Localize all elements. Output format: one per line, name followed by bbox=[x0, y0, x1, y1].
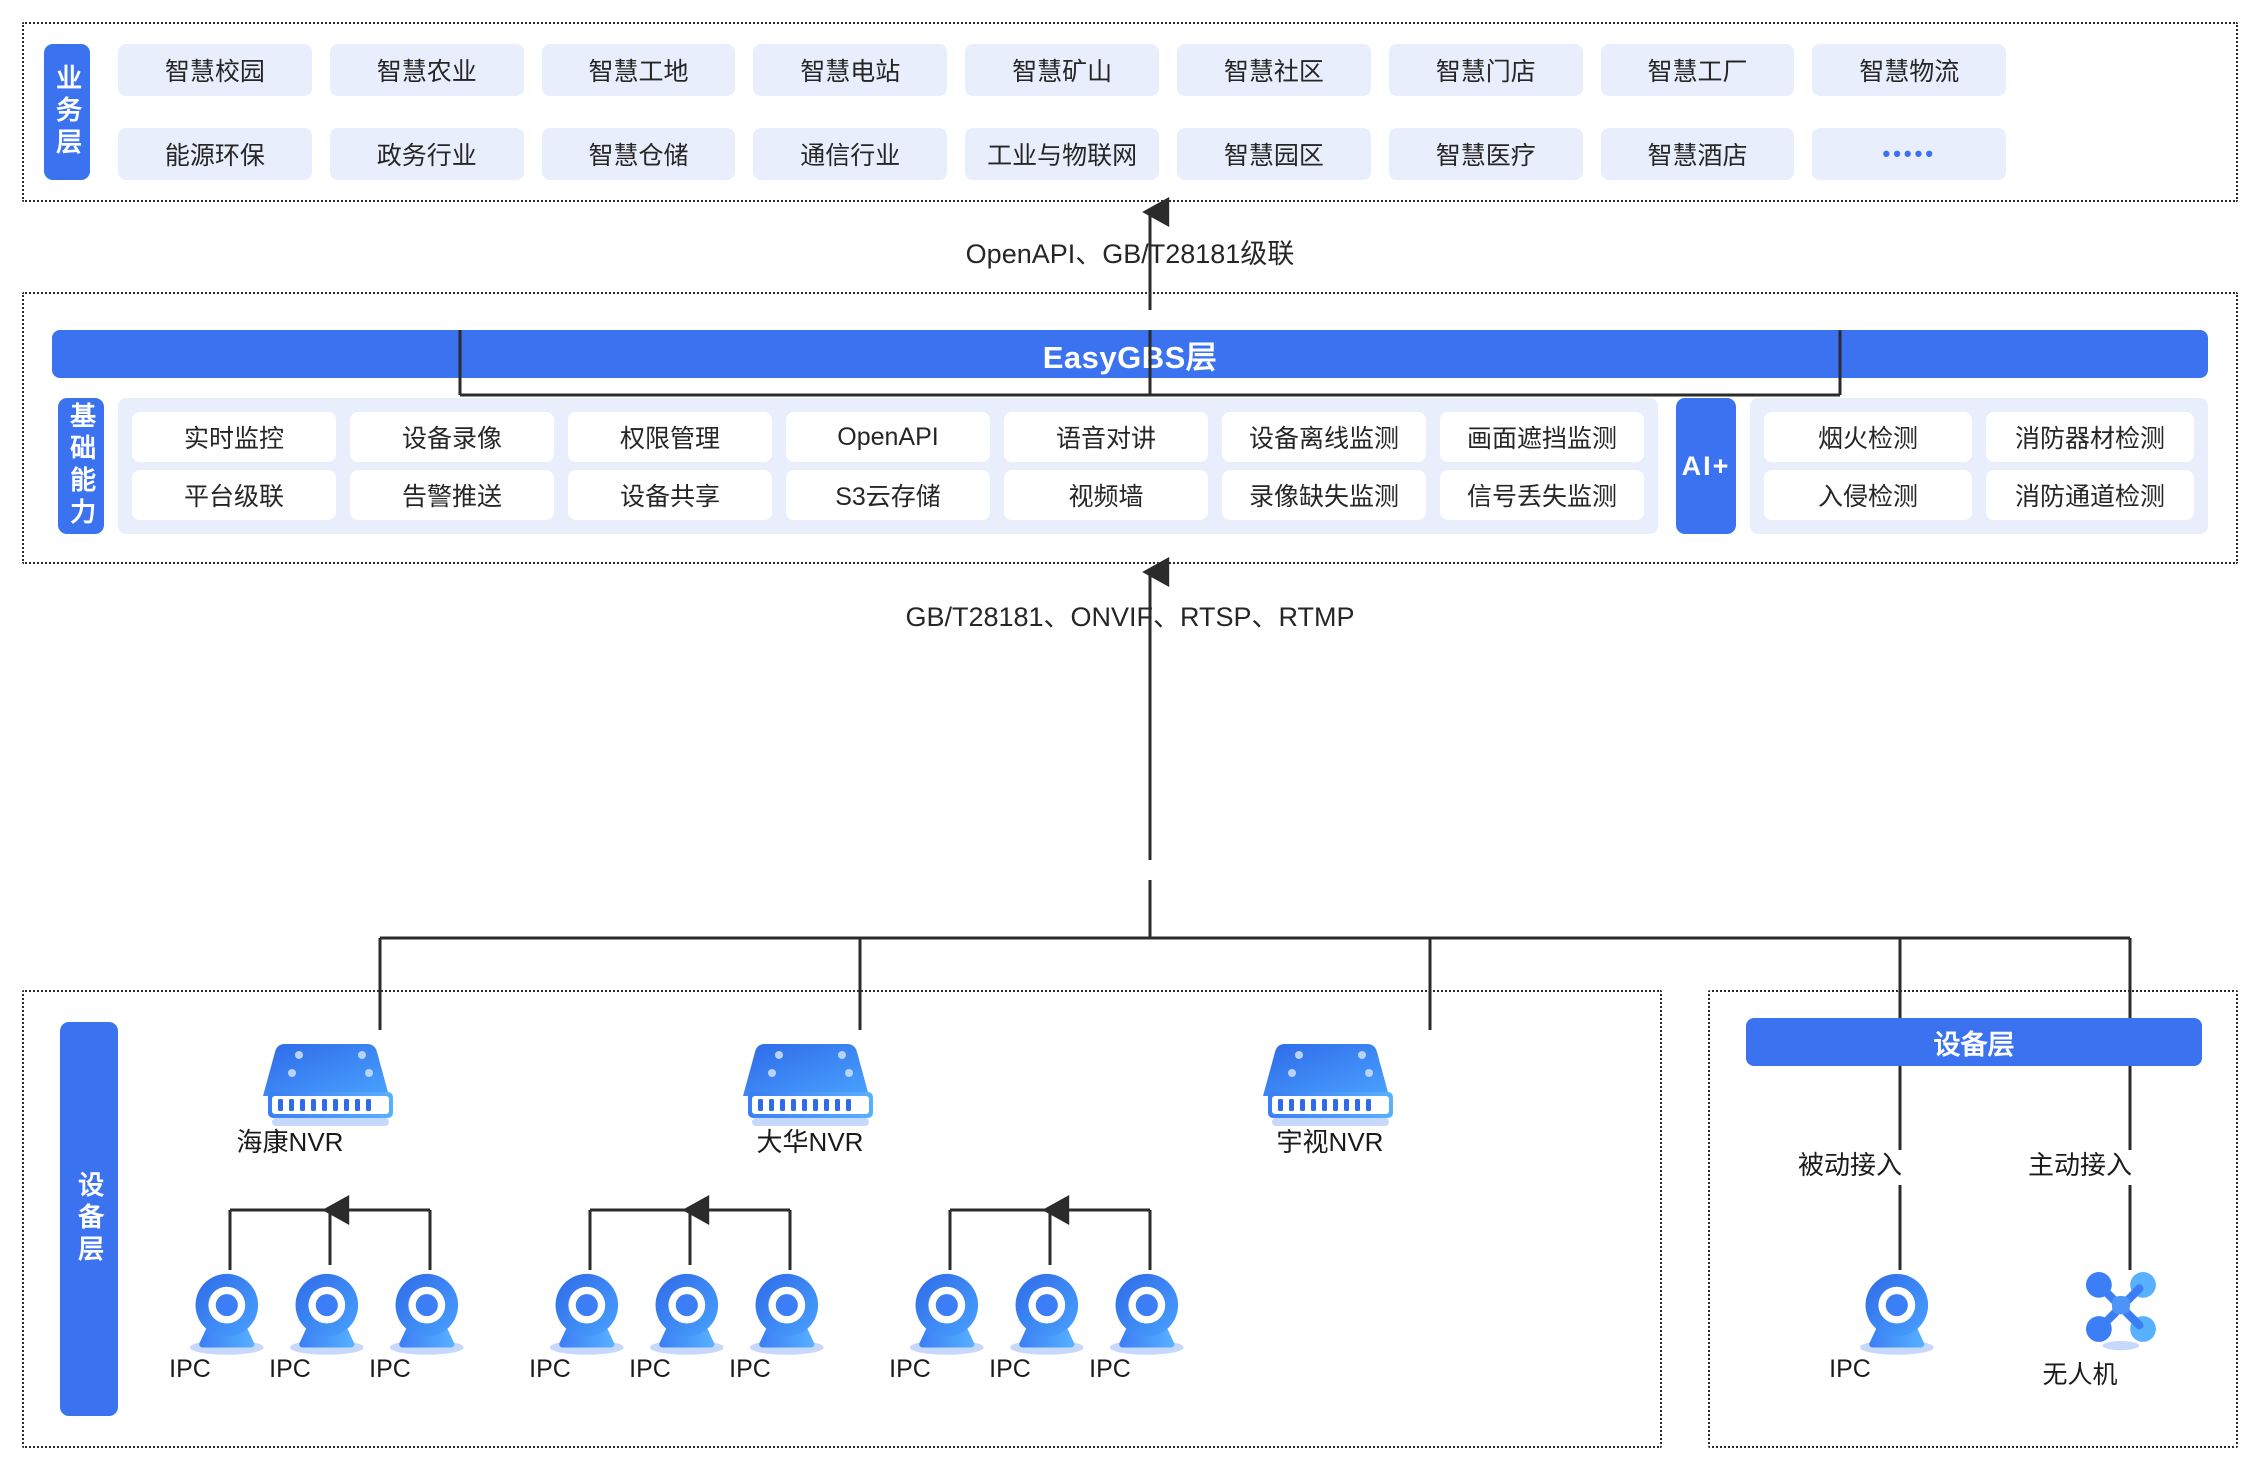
business-layer-tab: 业务层 bbox=[44, 44, 90, 180]
ipc-label: IPC bbox=[989, 1355, 1031, 1383]
base-capability-item[interactable]: OpenAPI bbox=[786, 412, 990, 462]
connector-lines-middle bbox=[378, 557, 2132, 1030]
business-item[interactable]: 智慧医疗 bbox=[1388, 128, 1583, 180]
base-capability-tab: 基础能力 bbox=[58, 398, 104, 534]
ipc-label: IPC bbox=[889, 1355, 931, 1383]
business-item-more[interactable]: ••••• bbox=[1812, 128, 2007, 180]
base-capability-item[interactable]: 设备录像 bbox=[350, 412, 554, 462]
base-capability-item[interactable]: 设备共享 bbox=[568, 470, 772, 520]
business-layer-tab-label: 业务层 bbox=[52, 64, 83, 160]
business-item[interactable]: 工业与物联网 bbox=[965, 128, 1159, 180]
device-layer-right-bar: 设备层 bbox=[1746, 1018, 2202, 1066]
ai-capability-item[interactable]: 消防通道检测 bbox=[1986, 470, 2194, 520]
ipc-label: IPC bbox=[1089, 1355, 1131, 1383]
easygbs-layer-label: EasyGBS层 bbox=[1042, 339, 1218, 375]
business-item[interactable]: 智慧校园 bbox=[118, 44, 312, 96]
access-mode-active: 主动接入 bbox=[2027, 1150, 2132, 1180]
business-item[interactable]: 能源环保 bbox=[118, 128, 312, 180]
business-item[interactable]: 智慧电站 bbox=[753, 44, 948, 96]
business-grid-spacer bbox=[2024, 44, 2218, 96]
easygbs-layer-bar: EasyGBS层 bbox=[52, 330, 2208, 378]
access-mode-passive: 被动接入 bbox=[1797, 1150, 1902, 1180]
base-capability-item[interactable]: 信号丢失监测 bbox=[1440, 470, 1644, 520]
business-item[interactable]: 智慧门店 bbox=[1388, 44, 1583, 96]
base-capability-item[interactable]: 视频墙 bbox=[1004, 470, 1208, 520]
nvr-label-uniview: 宇视NVR bbox=[1276, 1127, 1384, 1157]
business-item[interactable]: 智慧园区 bbox=[1177, 128, 1371, 180]
base-capability-item[interactable]: 平台级联 bbox=[132, 470, 336, 520]
business-item[interactable]: 智慧社区 bbox=[1177, 44, 1371, 96]
ai-plus-tab: AI+ bbox=[1676, 398, 1736, 534]
business-item[interactable]: 智慧物流 bbox=[1812, 44, 2007, 96]
device-layer-right-label: 设备层 bbox=[1933, 1029, 2015, 1060]
base-capability-grid: 实时监控 设备录像 权限管理 OpenAPI 语音对讲 设备离线监测 画面遮挡监… bbox=[132, 412, 1644, 520]
ipc-label: IPC bbox=[369, 1355, 411, 1383]
ai-capability-item[interactable]: 烟火检测 bbox=[1764, 412, 1972, 462]
ai-capability-panel: 烟火检测 消防器材检测 入侵检测 消防通道检测 bbox=[1750, 398, 2208, 534]
base-capability-item[interactable]: 语音对讲 bbox=[1004, 412, 1208, 462]
ipc-label: IPC bbox=[269, 1355, 311, 1383]
business-grid-spacer bbox=[2024, 128, 2218, 180]
base-capability-item[interactable]: 实时监控 bbox=[132, 412, 336, 462]
device-layer-tab: 设备层 bbox=[60, 1022, 118, 1416]
base-capability-item[interactable]: 录像缺失监测 bbox=[1222, 470, 1426, 520]
ai-capability-item[interactable]: 入侵检测 bbox=[1764, 470, 1972, 520]
connector-label-openapi: OpenAPI、GB/T28181级联 bbox=[965, 239, 1295, 269]
ai-capability-grid: 烟火检测 消防器材检测 入侵检测 消防通道检测 bbox=[1764, 412, 2194, 520]
business-item[interactable]: 智慧仓储 bbox=[541, 128, 736, 180]
base-capability-tab-label: 基础能力 bbox=[66, 402, 97, 530]
device-layer-tab-label: 设备层 bbox=[74, 1171, 105, 1267]
ai-plus-tab-label: AI+ bbox=[1681, 450, 1731, 481]
base-capability-item[interactable]: 权限管理 bbox=[568, 412, 772, 462]
device-layer-right-container bbox=[1708, 990, 2238, 1448]
connector-label-protocols: GB/T28181、ONVIF、RTSP、RTMP bbox=[905, 602, 1355, 632]
base-capability-item[interactable]: S3云存储 bbox=[786, 470, 990, 520]
business-item[interactable]: 智慧工地 bbox=[541, 44, 736, 96]
right-ipc-label: IPC bbox=[1829, 1355, 1871, 1383]
business-item[interactable]: 智慧工厂 bbox=[1600, 44, 1795, 96]
ai-capability-item[interactable]: 消防器材检测 bbox=[1986, 412, 2194, 462]
base-capability-item[interactable]: 画面遮挡监测 bbox=[1440, 412, 1644, 462]
base-capability-item[interactable]: 设备离线监测 bbox=[1222, 412, 1426, 462]
ipc-label: IPC bbox=[629, 1355, 671, 1383]
business-item[interactable]: 通信行业 bbox=[753, 128, 948, 180]
business-item[interactable]: 政务行业 bbox=[329, 128, 524, 180]
nvr-label-dahua: 大华NVR bbox=[756, 1127, 864, 1157]
ipc-label: IPC bbox=[529, 1355, 571, 1383]
business-item[interactable]: 智慧矿山 bbox=[965, 44, 1159, 96]
ipc-label: IPC bbox=[729, 1355, 771, 1383]
base-capability-item[interactable]: 告警推送 bbox=[350, 470, 554, 520]
ipc-label: IPC bbox=[169, 1355, 211, 1383]
nvr-label-hikvision: 海康NVR bbox=[236, 1127, 344, 1157]
base-capability-panel: 实时监控 设备录像 权限管理 OpenAPI 语音对讲 设备离线监测 画面遮挡监… bbox=[118, 398, 1658, 534]
business-layer-grid: 智慧校园 智慧农业 智慧工地 智慧电站 智慧矿山 智慧社区 智慧门店 智慧工厂 … bbox=[118, 44, 2218, 180]
business-item[interactable]: 智慧酒店 bbox=[1600, 128, 1795, 180]
business-item[interactable]: 智慧农业 bbox=[329, 44, 524, 96]
drone-label: 无人机 bbox=[2042, 1361, 2118, 1389]
